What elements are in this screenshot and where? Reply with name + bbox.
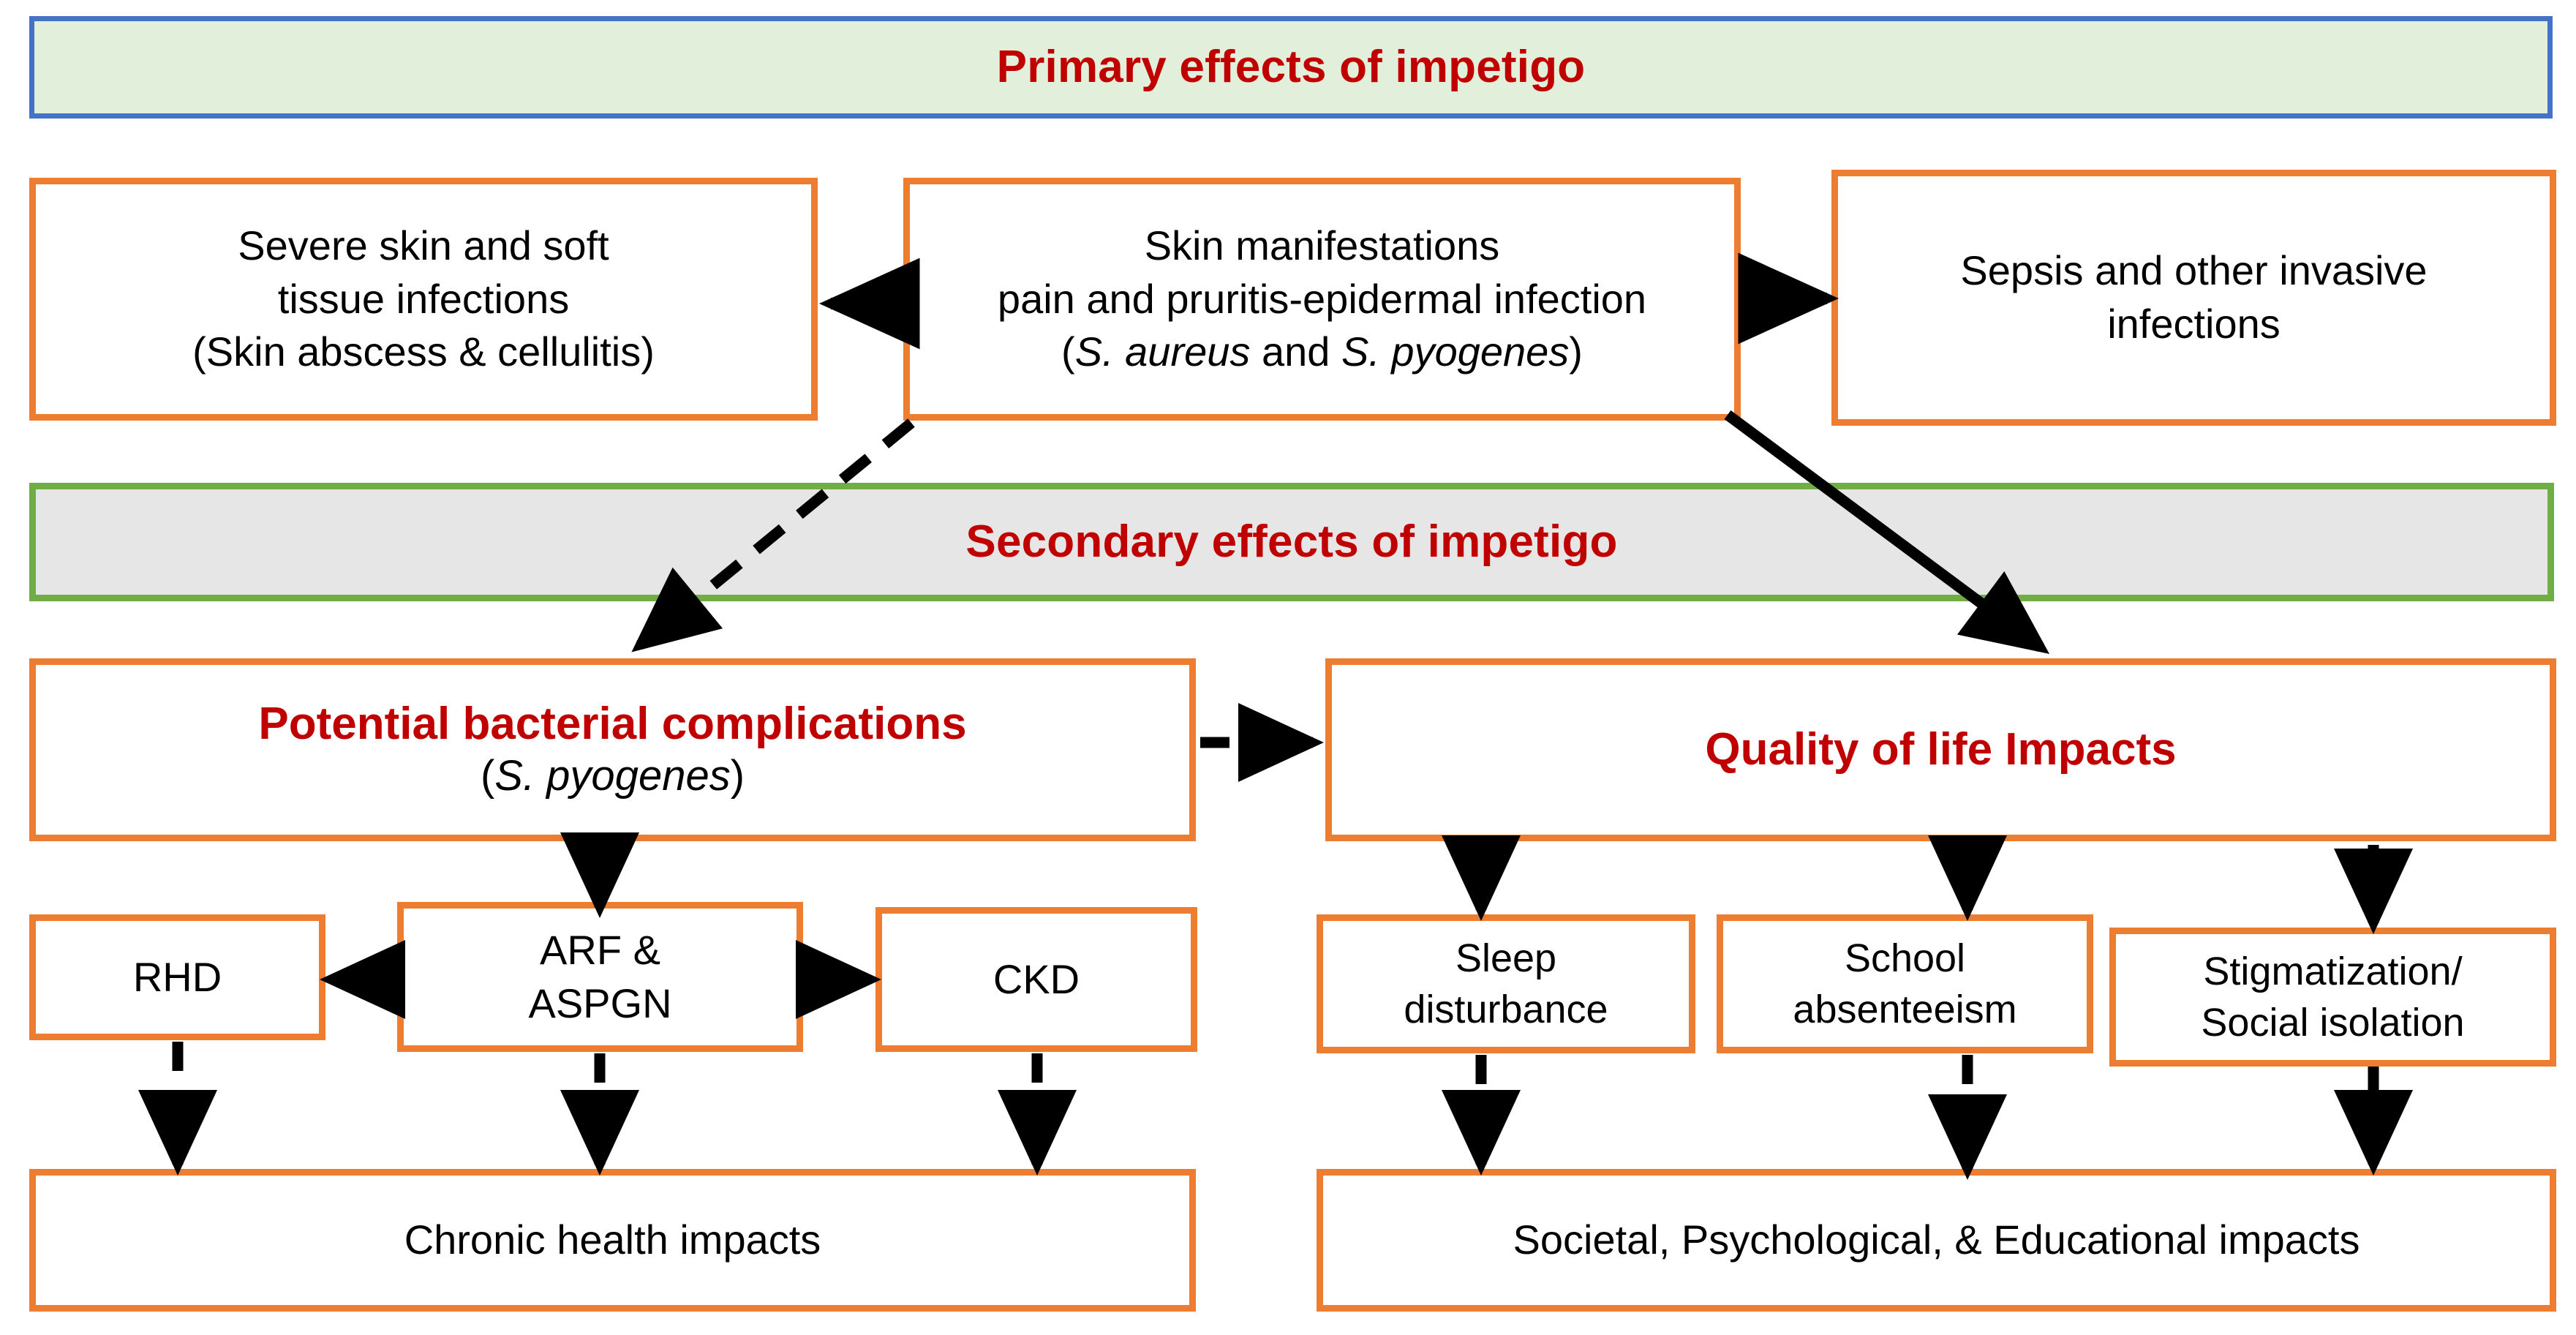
societal-psychological-educational-impacts-box: Societal, Psychological, & Educational i…: [1317, 1169, 2556, 1312]
societal-impacts-label: Societal, Psychological, & Educational i…: [1513, 1216, 2360, 1263]
school-absenteeism-line-1: School: [1844, 936, 1966, 980]
rhd-box: RHD: [29, 914, 325, 1040]
sleep-disturbance-line-1: Sleep: [1455, 936, 1557, 980]
paren-close: ): [1569, 328, 1583, 375]
secondary-effects-banner: Secondary effects of impetigo: [29, 483, 2554, 601]
species-s-pyogenes: S. pyogenes: [494, 752, 731, 800]
severe-skin-line-2: tissue infections: [277, 275, 570, 322]
potential-bacterial-complications-box: Potential bacterial complications (S. py…: [29, 658, 1196, 841]
stigmatization-social-isolation-box: Stigmatization/ Social isolation: [2109, 928, 2556, 1067]
sleep-disturbance-box: Sleep disturbance: [1317, 914, 1695, 1053]
arf-aspgn-line-2: ASPGN: [528, 979, 672, 1026]
arf-aspgn-box: ARF & ASPGN: [397, 902, 803, 1052]
species-s-aureus: S. aureus: [1074, 328, 1251, 375]
chronic-health-impacts-box: Chronic health impacts: [29, 1169, 1196, 1312]
stigmatization-line-2: Social isolation: [2201, 1001, 2465, 1045]
primary-effects-title: Primary effects of impetigo: [996, 42, 1586, 93]
chronic-health-impacts-label: Chronic health impacts: [404, 1216, 821, 1263]
school-absenteeism-box: School absenteeism: [1717, 914, 2093, 1053]
paren-close: ): [730, 752, 745, 800]
skin-manifestations-line-3: (S. aureus and S. pyogenes): [917, 326, 1727, 379]
skin-manifestations-line-1: Skin manifestations: [1144, 222, 1500, 268]
sepsis-line-1: Sepsis and other invasive: [1960, 247, 2428, 294]
ckd-box: CKD: [875, 907, 1197, 1052]
paren-open: (: [480, 752, 495, 800]
secondary-effects-title: Secondary effects of impetigo: [965, 516, 1618, 568]
stigmatization-line-1: Stigmatization/: [2203, 949, 2463, 993]
arf-aspgn-line-1: ARF &: [540, 926, 660, 973]
severe-skin-line-3: (Skin abscess & cellulitis): [192, 328, 655, 375]
sepsis-line-2: infections: [2107, 301, 2281, 347]
skin-manifestations-box: Skin manifestations pain and pruritis-ep…: [903, 178, 1741, 421]
quality-of-life-impacts-box: Quality of life Impacts: [1325, 658, 2556, 841]
rhd-label: RHD: [132, 953, 222, 1000]
sleep-disturbance-line-2: disturbance: [1404, 988, 1608, 1031]
paren-open: (: [1061, 328, 1075, 375]
bacterial-complications-subtitle: (S. pyogenes): [43, 751, 1182, 802]
primary-effects-banner: Primary effects of impetigo: [29, 16, 2553, 119]
school-absenteeism-line-2: absenteeism: [1793, 988, 2017, 1031]
conjunction-and: and: [1250, 328, 1341, 375]
bacterial-complications-heading: Potential bacterial complications: [258, 699, 967, 750]
sepsis-invasive-infections-box: Sepsis and other invasive infections: [1831, 170, 2556, 426]
quality-of-life-heading: Quality of life Impacts: [1705, 724, 2177, 775]
severe-skin-infections-box: Severe skin and soft tissue infections (…: [29, 178, 818, 421]
species-s-pyogenes: S. pyogenes: [1341, 328, 1570, 375]
skin-manifestations-line-2: pain and pruritis-epidermal infection: [997, 275, 1647, 322]
severe-skin-line-1: Severe skin and soft: [238, 222, 609, 268]
ckd-label: CKD: [993, 955, 1080, 1002]
